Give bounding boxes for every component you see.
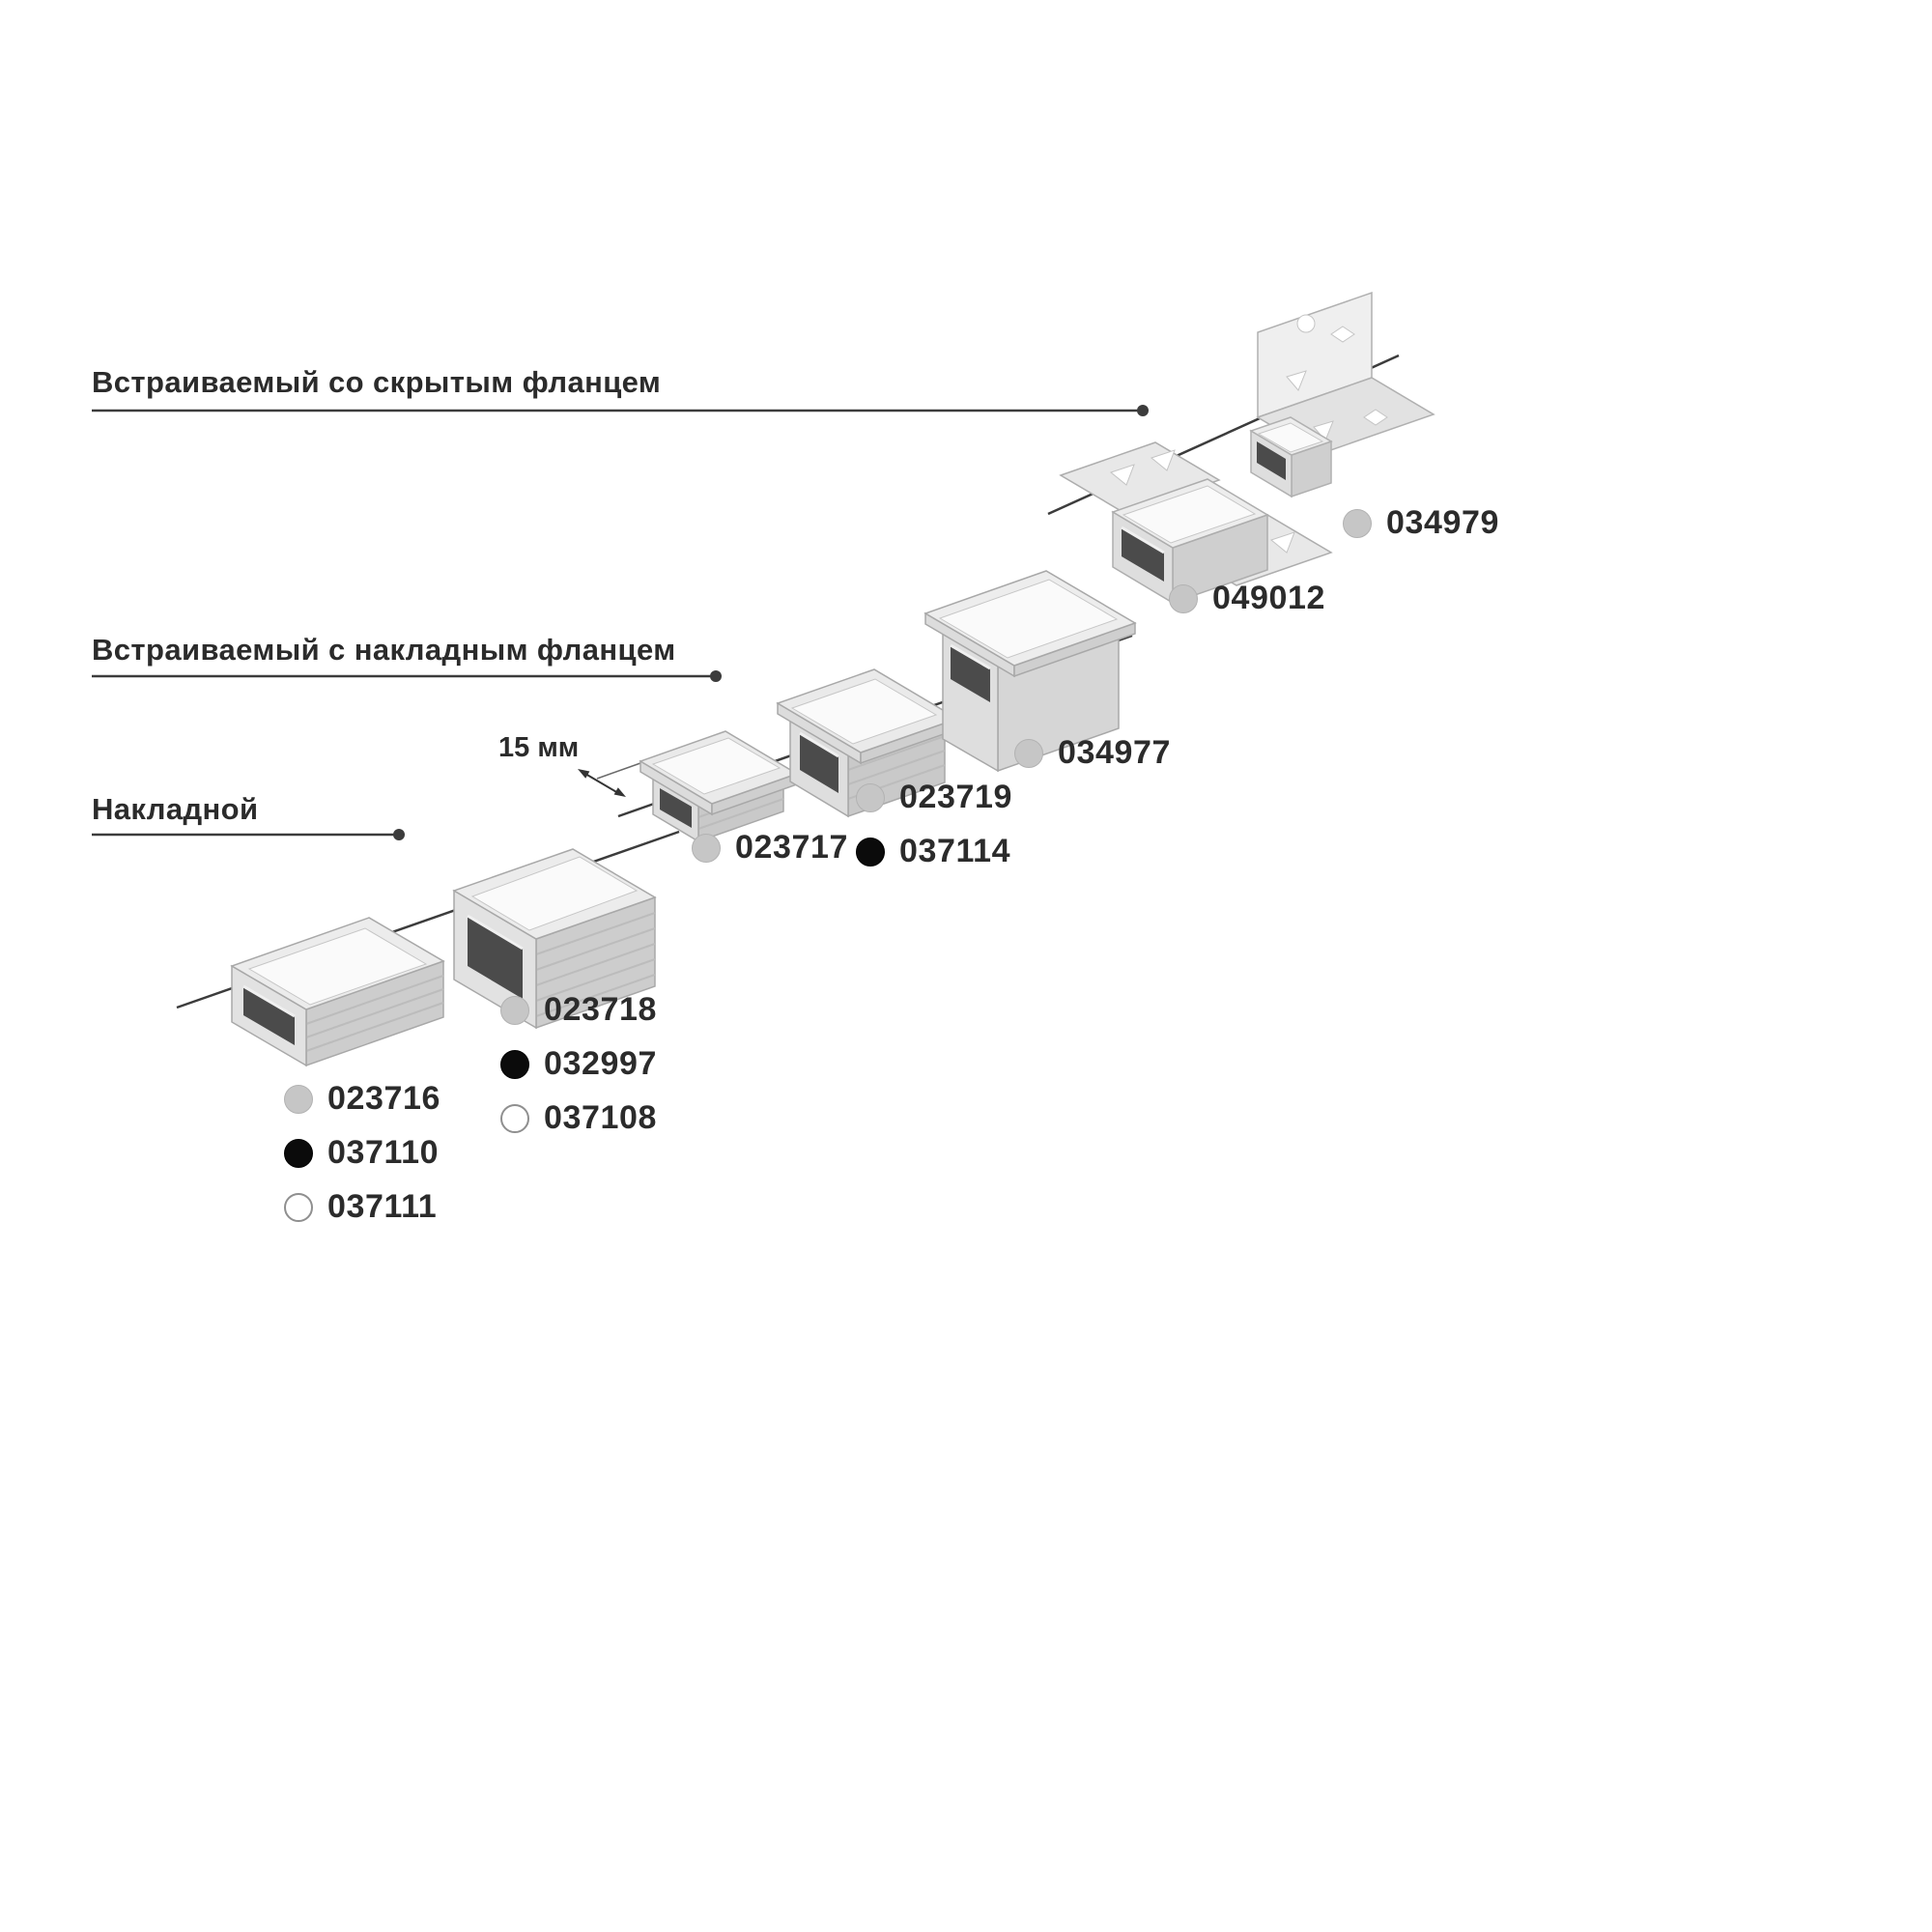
list-item: 034979 xyxy=(1343,504,1499,542)
article-code: 049012 xyxy=(1212,580,1326,616)
list-item: 032997 xyxy=(500,1045,657,1083)
list-item: 037111 xyxy=(284,1188,440,1226)
color-variant-dot xyxy=(692,833,721,863)
color-variant-dot xyxy=(1014,738,1043,768)
list-item: 023716 xyxy=(284,1080,440,1118)
code-group-recessed-deep: 034977 xyxy=(1014,734,1171,772)
list-item: 023717 xyxy=(692,829,848,867)
code-group-recessed-high: 023719 037114 xyxy=(856,779,1012,870)
profile-recessed-hidden-flange-corner-illustration xyxy=(1249,291,1435,498)
category-label-surface-flange: Встраиваемый с накладным фланцем xyxy=(92,633,676,667)
list-item: 049012 xyxy=(1169,580,1325,617)
article-code: 037108 xyxy=(544,1099,658,1136)
color-variant-dot xyxy=(284,1138,313,1168)
category-label-surface: Накладной xyxy=(92,792,259,826)
code-group-surface-high: 023718 032997 037108 xyxy=(500,991,657,1137)
color-variant-dot xyxy=(284,1084,313,1114)
underline-dot xyxy=(393,829,405,840)
color-variant-dot xyxy=(284,1192,313,1222)
article-code: 023718 xyxy=(544,991,658,1028)
color-variant-dot xyxy=(1343,508,1372,538)
profile-recessed-flange-low-illustration xyxy=(639,730,799,843)
category-label-hidden-flange: Встраиваемый со скрытым фланцем xyxy=(92,365,662,399)
article-code: 037114 xyxy=(899,833,1011,869)
product-rails xyxy=(176,354,1400,1009)
color-variant-dot xyxy=(500,1049,529,1079)
list-item: 037110 xyxy=(284,1134,440,1172)
article-code: 037110 xyxy=(327,1134,440,1171)
profile-surface-high-illustration xyxy=(452,848,657,1030)
article-code: 034979 xyxy=(1386,504,1500,541)
underline-dot xyxy=(710,670,722,682)
code-group-surface-small: 023716 037110 037111 xyxy=(284,1080,440,1226)
list-item: 034977 xyxy=(1014,734,1171,772)
article-code: 034977 xyxy=(1058,734,1172,771)
code-group-hidden-flange-corner: 034979 xyxy=(1343,504,1499,542)
list-item: 037114 xyxy=(856,833,1012,870)
profile-recessed-flange-deep-illustration xyxy=(923,570,1137,773)
article-code: 032997 xyxy=(544,1045,658,1082)
code-group-hidden-flange: 049012 xyxy=(1169,580,1325,617)
profile-surface-small-illustration xyxy=(230,917,445,1067)
article-code: 023719 xyxy=(899,779,1013,815)
article-code: 037111 xyxy=(327,1188,438,1225)
color-variant-dot xyxy=(856,837,885,867)
code-group-recessed-low: 023717 xyxy=(692,829,848,867)
dimension-label: 15 мм xyxy=(498,732,580,763)
list-item: 023719 xyxy=(856,779,1012,816)
list-item: 023718 xyxy=(500,991,657,1029)
category-underlines xyxy=(92,405,1149,840)
color-variant-dot xyxy=(856,782,885,812)
color-variant-dot xyxy=(1169,583,1198,613)
article-code: 023717 xyxy=(735,829,849,866)
list-item: 037108 xyxy=(500,1099,657,1137)
underline-dot xyxy=(1137,405,1149,416)
article-code: 023716 xyxy=(327,1080,441,1117)
profile-recessed-hidden-flange-illustration xyxy=(1059,441,1333,605)
color-variant-dot xyxy=(500,995,529,1025)
color-variant-dot xyxy=(500,1103,529,1133)
